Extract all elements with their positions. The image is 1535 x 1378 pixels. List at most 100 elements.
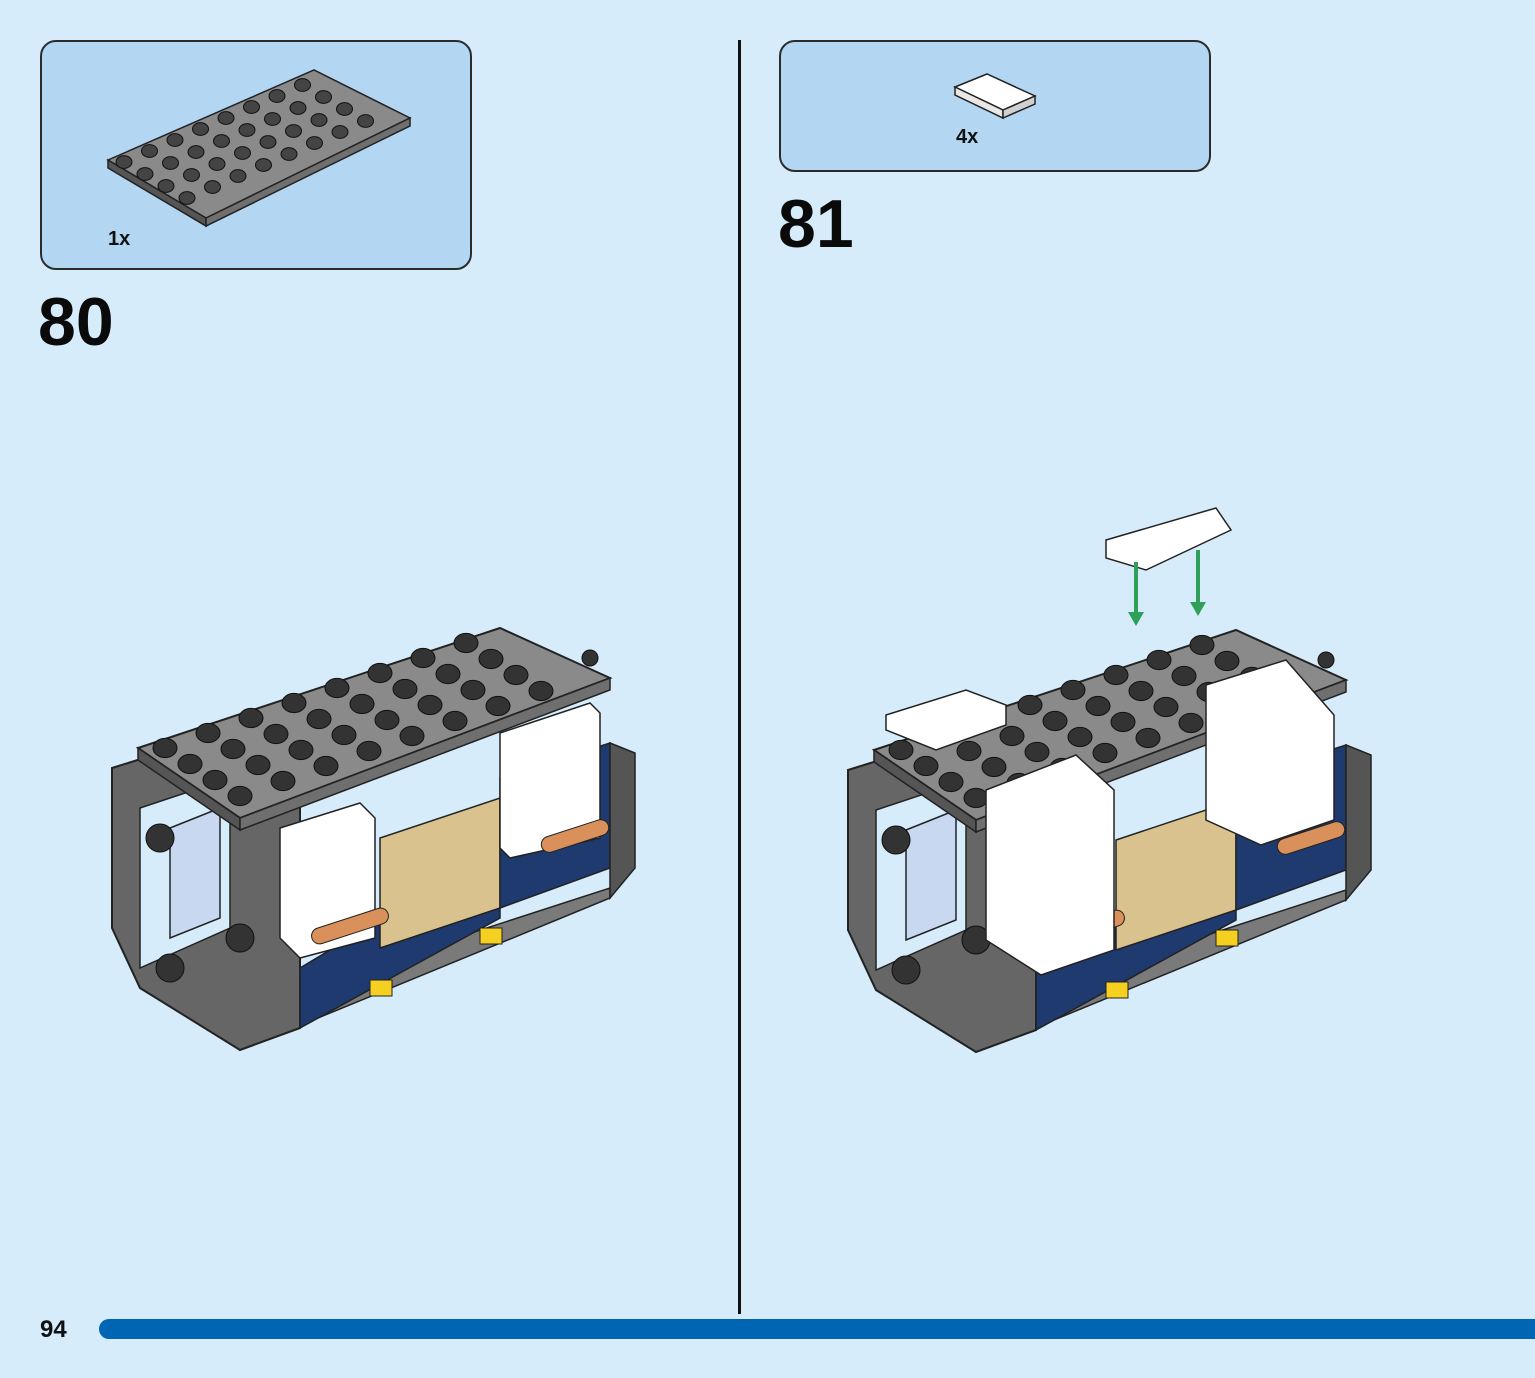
stud: [478, 648, 504, 670]
stud: [315, 90, 332, 104]
stud: [1110, 711, 1136, 733]
stud: [485, 695, 511, 717]
step-80-model: [111, 626, 636, 1052]
stud: [227, 785, 253, 807]
stud: [259, 135, 277, 149]
stud: [1092, 742, 1118, 764]
stud: [331, 125, 349, 139]
stud: [166, 133, 184, 147]
stud: [1017, 694, 1043, 716]
stud: [313, 755, 339, 777]
stud: [356, 740, 382, 762]
stud: [956, 740, 982, 762]
stud: [1060, 679, 1086, 701]
stud: [306, 708, 332, 730]
stud: [152, 737, 178, 759]
stud: [285, 124, 302, 138]
stud: [229, 169, 247, 183]
stud: [310, 113, 328, 127]
stud: [888, 739, 914, 761]
stud: [177, 753, 203, 775]
stud: [963, 787, 989, 809]
stud: [374, 709, 400, 731]
stud: [280, 147, 298, 161]
stud: [217, 111, 235, 125]
stud: [367, 662, 393, 684]
stud: [349, 693, 375, 715]
step-divider: [738, 40, 741, 1314]
stud: [289, 101, 307, 115]
stud: [528, 680, 554, 702]
stud: [238, 707, 264, 729]
stud: [938, 771, 964, 793]
stud: [162, 156, 179, 170]
stud: [213, 134, 230, 148]
stud: [136, 167, 154, 181]
stud: [1189, 634, 1215, 656]
stud: [399, 725, 425, 747]
stud: [234, 146, 251, 160]
stud: [187, 145, 205, 159]
stud: [306, 136, 323, 150]
stud: [1178, 712, 1204, 734]
part-qty: 1x: [108, 228, 131, 250]
stud: [1135, 727, 1161, 749]
stud: [1085, 695, 1111, 717]
stud: [1067, 726, 1093, 748]
stud: [208, 157, 226, 171]
step-81-parts-box: 4x: [779, 40, 1211, 172]
stud: [245, 754, 271, 776]
stud: [264, 112, 281, 126]
step-number-81: 81: [778, 186, 854, 262]
stud: [1146, 649, 1172, 671]
stud: [1128, 680, 1154, 702]
stud: [410, 647, 436, 669]
stud: [442, 710, 468, 732]
stud: [294, 78, 311, 92]
stud: [220, 738, 246, 760]
stud: [1153, 696, 1179, 718]
stud: [270, 770, 296, 792]
stud: [1171, 665, 1197, 687]
slope-curved-image: [953, 73, 1037, 120]
stud: [263, 723, 289, 745]
stud: [324, 677, 350, 699]
stud: [238, 123, 256, 137]
stud: [435, 663, 461, 685]
stud: [288, 739, 314, 761]
step-81-model: [847, 507, 1372, 1054]
stud: [503, 664, 529, 686]
plate-4x8-image: [106, 69, 412, 228]
stud: [202, 769, 228, 791]
progress-bar: [99, 1319, 1535, 1339]
stud: [192, 122, 209, 136]
stud: [336, 102, 353, 116]
stud: [453, 632, 479, 654]
stud: [281, 692, 307, 714]
stud: [460, 679, 486, 701]
step-number-80: 80: [38, 284, 114, 360]
stud: [178, 191, 196, 205]
stud: [1042, 710, 1068, 732]
stud: [195, 722, 221, 744]
stud: [417, 694, 443, 716]
page-number: 94: [40, 1316, 67, 1343]
stud: [157, 179, 175, 193]
stud: [115, 155, 133, 169]
stud: [243, 100, 260, 114]
stud: [268, 89, 286, 103]
stud: [331, 724, 357, 746]
stud: [1024, 741, 1050, 763]
step-80-parts-box: 1x: [40, 40, 472, 270]
stud: [183, 168, 200, 182]
stud: [357, 114, 374, 128]
stud: [141, 144, 158, 158]
part-qty: 4x: [956, 126, 979, 148]
stud: [999, 725, 1025, 747]
stud: [392, 678, 418, 700]
stud: [1103, 664, 1129, 686]
stud: [255, 158, 272, 172]
stud: [913, 755, 939, 777]
stud: [1214, 650, 1240, 672]
stud: [204, 180, 221, 194]
